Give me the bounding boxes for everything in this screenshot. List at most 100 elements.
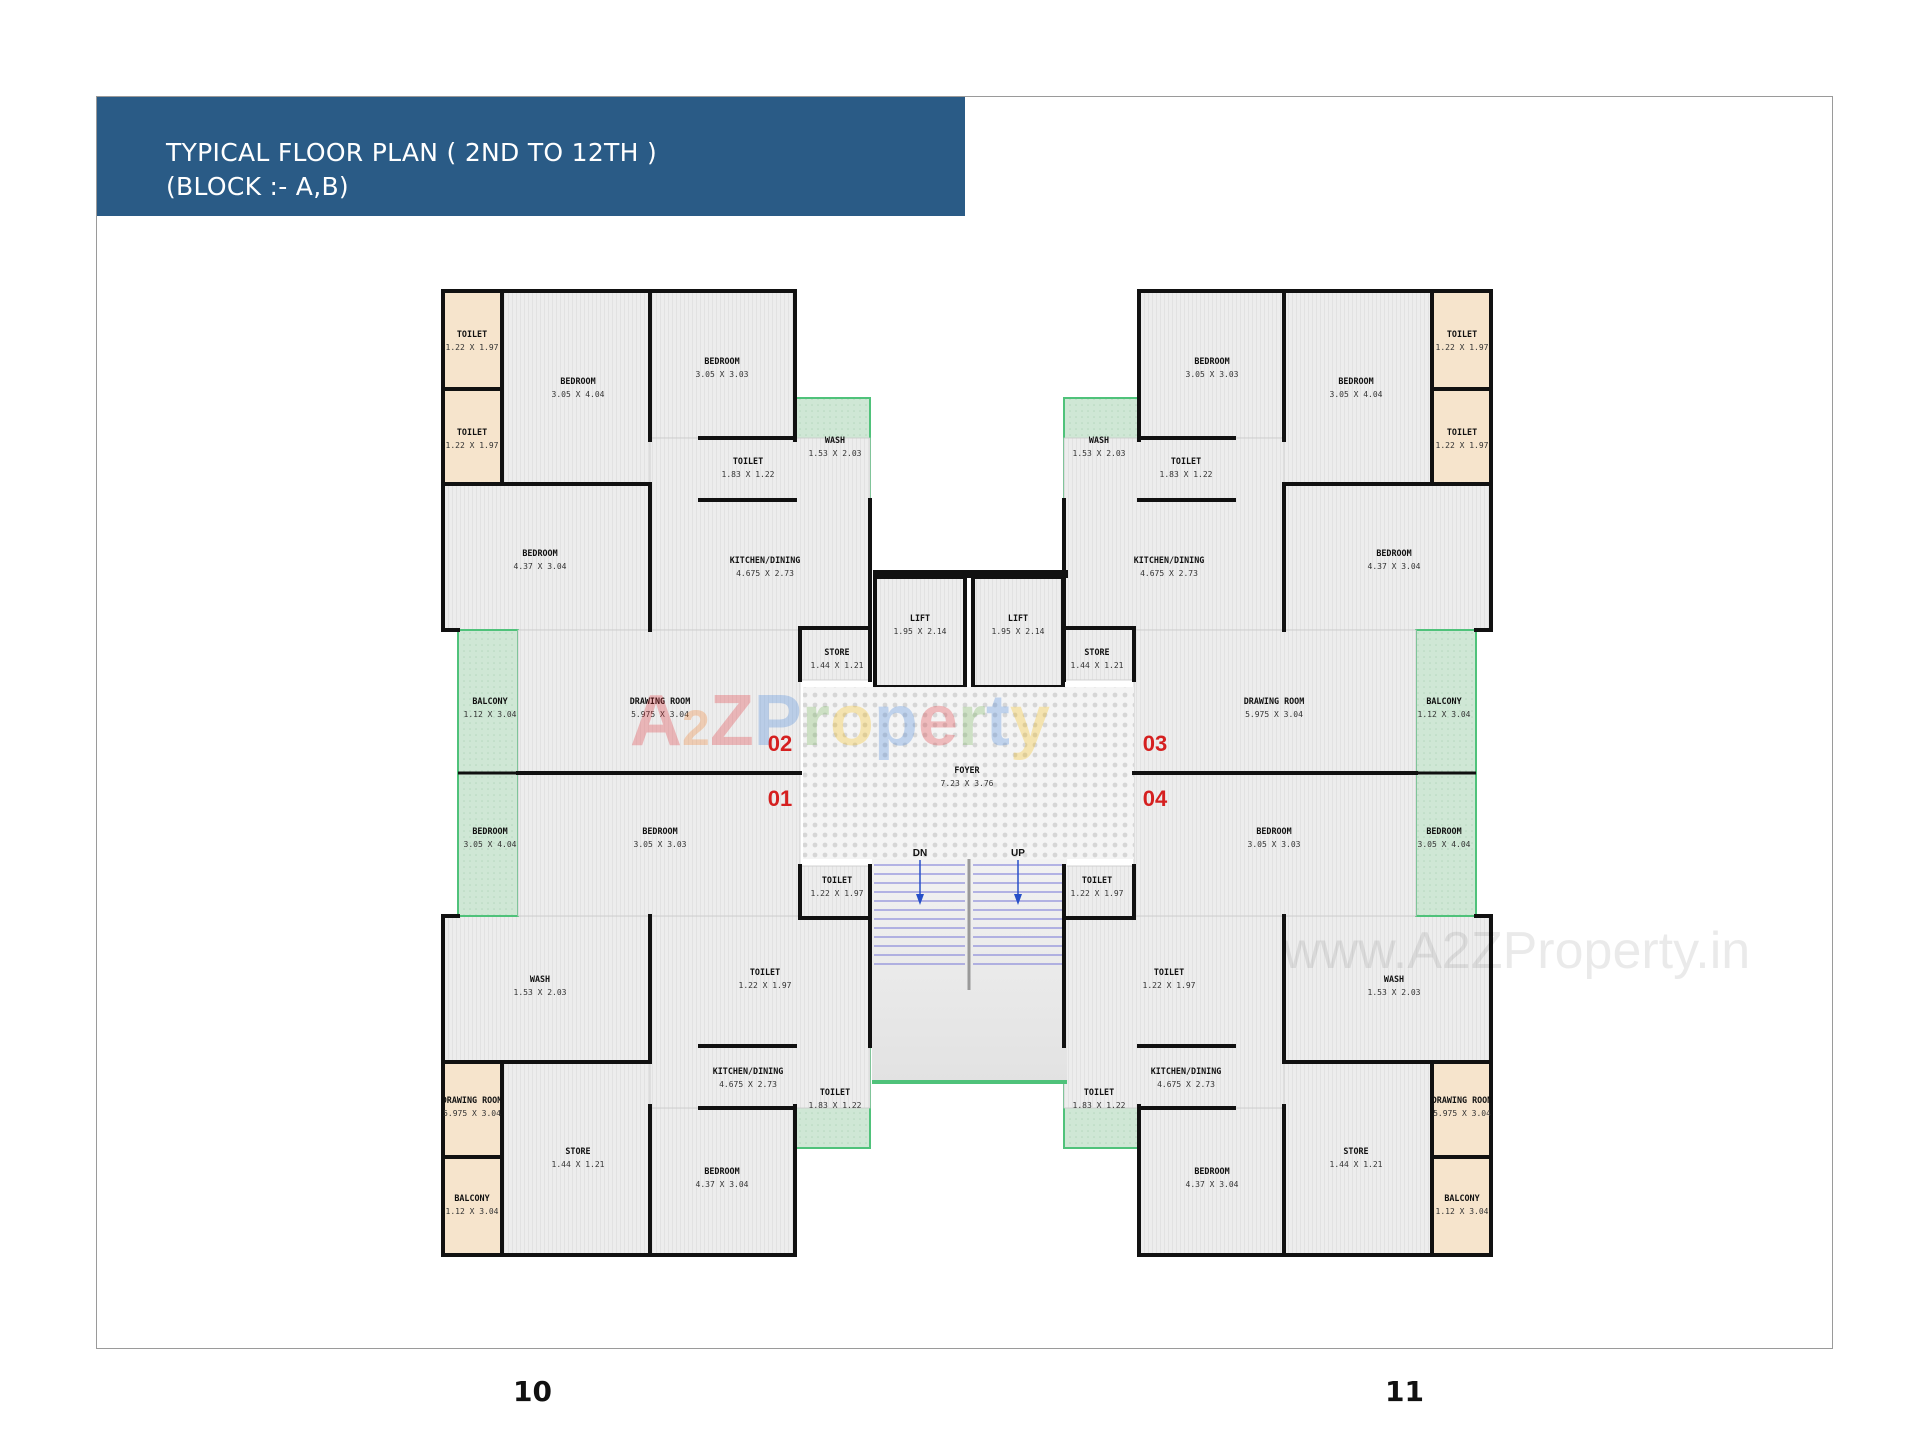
room-dimension: 1.12 X 3.04 — [1418, 710, 1471, 719]
room-name: BEDROOM — [704, 1166, 739, 1176]
room-label: TOILET 1.22 X 1.97 — [1143, 967, 1196, 990]
room-dimension: 1.83 X 1.22 — [1160, 470, 1213, 479]
room-name: TOILET — [457, 427, 487, 437]
room-name: KITCHEN/DINING — [1134, 555, 1205, 565]
room-toilet — [1431, 290, 1492, 390]
room-room — [517, 772, 801, 917]
room-toilet — [442, 1156, 503, 1256]
room-room — [799, 627, 871, 681]
room-dimension: 3.05 X 3.03 — [1248, 840, 1301, 849]
room-name: KITCHEN/DINING — [1151, 1066, 1222, 1076]
stair-edge — [872, 1080, 1067, 1084]
room-name: STORE — [565, 1146, 590, 1156]
room-room — [501, 1061, 651, 1256]
room-room — [517, 629, 801, 774]
room-room — [649, 437, 871, 631]
room-name: TOILET — [1154, 967, 1184, 977]
room-dimension: 1.12 X 3.04 — [446, 1207, 499, 1216]
room-room — [501, 290, 651, 485]
page-subtitle: (BLOCK :- A,B) — [166, 172, 349, 201]
room-dimension: 7.23 X 3.76 — [941, 779, 994, 788]
room-name: BEDROOM — [642, 826, 677, 836]
room-room — [442, 915, 651, 1063]
room-dimension: 5.975 X 3.04 — [631, 710, 689, 719]
room-name: STORE — [824, 647, 849, 657]
watermark-logo: A2ZProperty — [630, 681, 1050, 761]
room-toilet — [442, 290, 503, 390]
room-dimension: 1.53 X 2.03 — [809, 449, 862, 458]
room-dimension: 3.05 X 4.04 — [1418, 840, 1471, 849]
room-name: BEDROOM — [522, 548, 557, 558]
lift-shaft — [971, 575, 1065, 689]
watermark: A2ZProperty www.A2ZProperty.in — [630, 681, 1750, 980]
room-name: LIFT — [1008, 613, 1028, 623]
room-dimension: 4.37 X 3.04 — [1186, 1180, 1239, 1189]
room-name: TOILET — [1082, 875, 1112, 885]
room-room — [649, 915, 871, 1109]
room-dimension: 3.05 X 4.04 — [552, 390, 605, 399]
room-dimension: 4.675 X 2.73 — [736, 569, 794, 578]
room-dimension: 1.22 X 1.97 — [446, 343, 499, 352]
page-number-left: 10 — [513, 1375, 552, 1408]
room-name: DRAWING ROOM — [442, 1095, 503, 1105]
room-name: BALCONY — [1426, 696, 1462, 706]
room-room — [649, 290, 796, 439]
stair-arrow-head-icon — [916, 894, 924, 905]
room-dimension: 1.22 X 1.97 — [1143, 981, 1196, 990]
room-dimension: 3.05 X 3.03 — [634, 840, 687, 849]
room-toilet — [1431, 1156, 1492, 1256]
room-label: KITCHEN/DINING 4.675 X 2.73 — [1134, 555, 1205, 578]
room-name: TOILET — [820, 1087, 850, 1097]
room-name: TOILET — [1084, 1087, 1114, 1097]
room-dimension: 4.675 X 2.73 — [1140, 569, 1198, 578]
room-name: TOILET — [822, 875, 852, 885]
room-label: TOILET 1.83 X 1.22 — [1073, 1087, 1126, 1110]
room-label: TOILET 1.22 X 1.97 — [446, 329, 499, 352]
room-dimension: 1.12 X 3.04 — [464, 710, 517, 719]
room-room — [1063, 865, 1135, 919]
room-dimension: 3.05 X 3.03 — [1186, 370, 1239, 379]
room-dimension: 1.83 X 1.22 — [809, 1101, 862, 1110]
room-label: TOILET 1.83 X 1.22 — [809, 1087, 862, 1110]
room-name: BEDROOM — [1194, 1166, 1229, 1176]
room-room — [1138, 290, 1285, 439]
room-dimension: 1.53 X 2.03 — [514, 988, 567, 997]
room-room — [1283, 1061, 1433, 1256]
room-dimension: 4.37 X 3.04 — [514, 562, 567, 571]
room-dimension: 1.53 X 2.03 — [1368, 988, 1421, 997]
room-name: DRAWING ROOM — [1432, 1095, 1493, 1105]
page-title: TYPICAL FLOOR PLAN ( 2ND TO 12TH ) — [166, 138, 658, 167]
room-name: TOILET — [457, 329, 487, 339]
room-label: BEDROOM 4.37 X 3.04 — [1186, 1166, 1239, 1189]
room-balcony — [457, 629, 519, 774]
foyer-floor — [803, 687, 1134, 859]
room-dimension: 1.83 X 1.22 — [1073, 1101, 1126, 1110]
room-name: STORE — [1343, 1146, 1368, 1156]
